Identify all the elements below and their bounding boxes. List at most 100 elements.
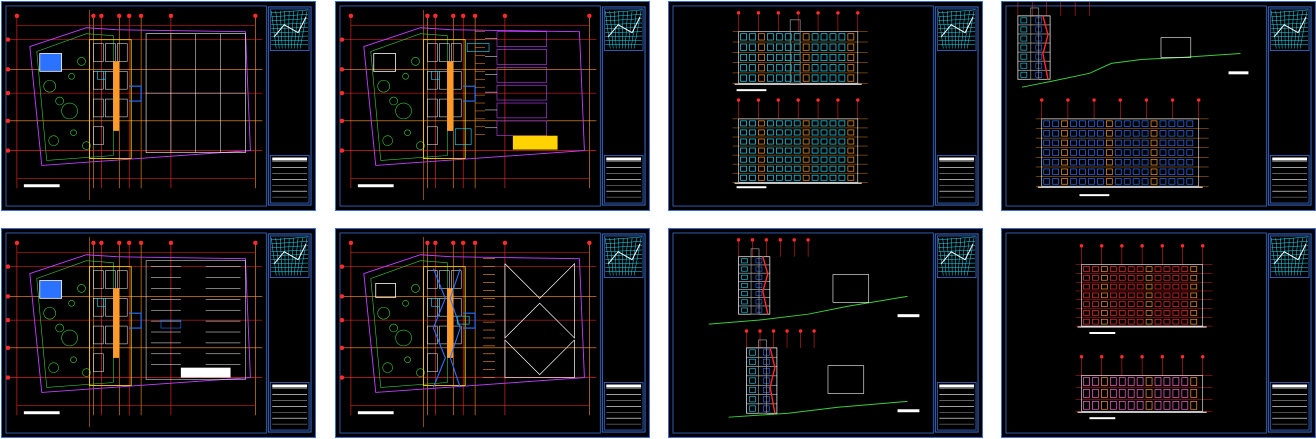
location-map-icon [1269, 235, 1310, 278]
annex-section [1160, 37, 1192, 58]
parking-area [145, 260, 246, 380]
tree [389, 96, 398, 106]
axis-bubble [451, 240, 456, 246]
axis-bubble [5, 118, 11, 124]
axis-bubble [339, 37, 345, 42]
axis-bubble [460, 13, 466, 19]
sheet-drawing [672, 232, 979, 434]
title-info [1269, 155, 1310, 204]
axis-bubble [339, 148, 345, 153]
axis-bubble [168, 13, 174, 19]
drawing-sheet-s2[interactable] [335, 1, 650, 211]
title-stripe [606, 157, 642, 161]
tree [48, 135, 59, 146]
axis-bubble [339, 67, 345, 72]
roof-element [375, 283, 397, 298]
tree [77, 284, 86, 293]
drawing-frame [672, 232, 934, 434]
axis-bubble [425, 240, 430, 246]
sheet-canvas [339, 232, 646, 434]
sheet-drawing [672, 5, 979, 207]
stair-tower [789, 19, 801, 84]
tree [43, 306, 56, 320]
sheet-canvas [5, 5, 312, 207]
drawing-frame [5, 5, 267, 207]
title-info [269, 155, 310, 204]
axis-bubble [502, 13, 508, 19]
tree [377, 79, 390, 93]
parking-area [145, 33, 246, 153]
site-boundary [29, 254, 251, 393]
building-section [736, 238, 810, 315]
title-block [1267, 6, 1312, 206]
building-core [88, 39, 142, 159]
axis-bubble [5, 375, 11, 380]
title-block [934, 233, 979, 433]
tree [55, 323, 64, 333]
scale-bar [357, 411, 394, 415]
garden-boundary [370, 33, 448, 161]
tree [70, 129, 77, 137]
pool [39, 53, 63, 72]
drawing-frame [672, 5, 934, 207]
drawing-sheet-s8[interactable] [1001, 228, 1316, 438]
tree [77, 57, 86, 66]
drawing-sheet-s7[interactable] [668, 228, 983, 438]
tree [68, 73, 75, 80]
axis-bubble [5, 294, 11, 299]
scale-bar [23, 411, 60, 415]
scale-bar [736, 186, 767, 189]
axis-bubble [5, 37, 11, 42]
axis-bubble [5, 148, 11, 153]
drawing-frame [339, 232, 601, 434]
drawing-sheet-s3[interactable] [668, 1, 983, 211]
drawing-sheet-s1[interactable] [1, 1, 316, 211]
tree [82, 141, 91, 150]
sheet-canvas [1005, 2, 1312, 207]
building-core [88, 266, 142, 386]
drawing-sheet-s6[interactable] [335, 228, 650, 438]
tree [411, 57, 420, 66]
terrain-line [708, 295, 908, 325]
axis-bubble [99, 240, 104, 246]
axis-bubble [14, 13, 20, 19]
title-info [603, 155, 644, 204]
scale-bar [897, 409, 920, 413]
scale-bar [736, 89, 767, 92]
annex-section [832, 274, 870, 303]
location-map-icon [269, 235, 310, 278]
tree [82, 368, 91, 377]
axis-bubble [339, 118, 345, 124]
drawing-sheet-s4[interactable] [1001, 1, 1316, 211]
axis-bubble [339, 317, 345, 323]
title-stripe [272, 157, 308, 161]
axis-bubble [5, 67, 11, 72]
title-block [601, 233, 646, 433]
axis-bubble [126, 13, 132, 19]
tree [70, 356, 77, 364]
parking-area [454, 31, 558, 150]
sheet-drawing [5, 5, 312, 207]
facade-elevation [732, 98, 868, 184]
pool [373, 53, 397, 72]
axis-bubble [472, 13, 478, 19]
sheet-canvas [339, 5, 646, 207]
axis-bubble [433, 240, 438, 246]
axis-bubble [587, 240, 592, 246]
drawing-sheet-s5[interactable] [1, 228, 316, 438]
scale-bar [1228, 71, 1249, 75]
axis-bubble [99, 13, 104, 19]
axis-bubble [339, 264, 345, 269]
title-block [934, 6, 979, 206]
title-stripe [606, 384, 642, 388]
tree [416, 368, 425, 377]
sheet-drawing [339, 232, 646, 434]
drawing-frame [5, 232, 267, 434]
axis-bubble [5, 264, 11, 269]
scale-bar [23, 184, 60, 188]
axis-bubble [138, 13, 144, 19]
garden-boundary [36, 260, 114, 388]
location-map-icon [1269, 8, 1310, 51]
axis-bubble [168, 240, 174, 246]
sheet-drawing [339, 5, 646, 207]
